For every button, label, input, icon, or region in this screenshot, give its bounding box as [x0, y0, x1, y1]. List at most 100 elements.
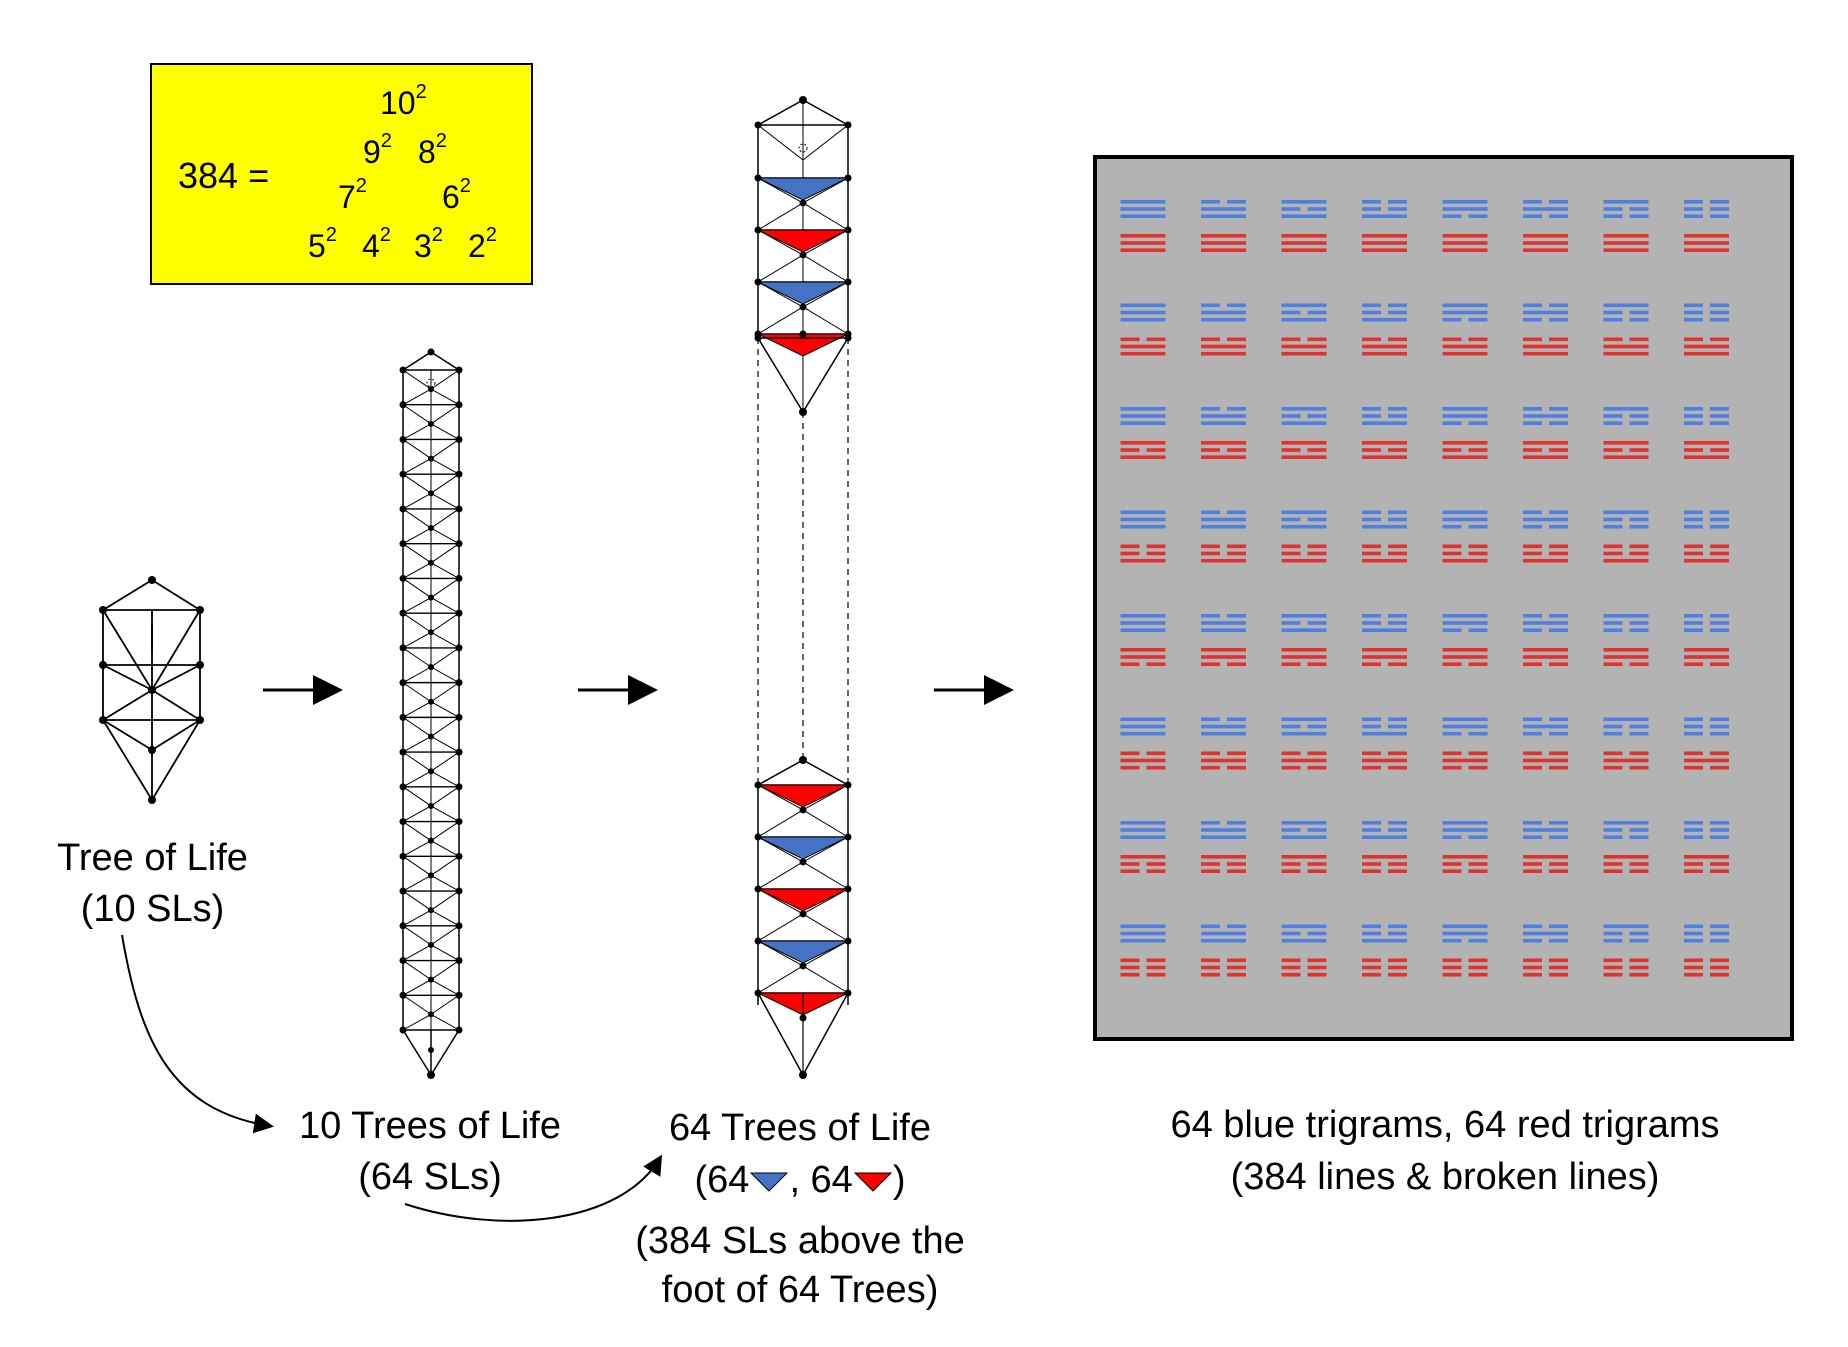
- trigram-line-broken: [1710, 717, 1729, 722]
- trigram-line-broken: [1710, 317, 1729, 322]
- trigram-line-solid: [1120, 241, 1166, 245]
- red-triangle: [757, 784, 849, 808]
- tree-path: [430, 716, 460, 737]
- trigram-line-broken: [1684, 303, 1703, 308]
- trigram-line-broken: [1684, 407, 1703, 411]
- trigram-line-solid: [1120, 821, 1166, 825]
- trigram-line-broken: [1201, 869, 1220, 873]
- tree-path: [151, 664, 201, 691]
- trigram-line-solid: [1281, 924, 1327, 929]
- trigram-line-broken: [1468, 765, 1488, 770]
- trigram-line-solid: [1523, 558, 1568, 563]
- red-trigram: [1603, 855, 1649, 873]
- red-trigram: [1603, 234, 1649, 252]
- trigram-line-broken: [1549, 751, 1568, 756]
- tree-path: [430, 543, 460, 564]
- red-trigram: [1281, 441, 1327, 459]
- trigram-line-broken: [1362, 662, 1381, 666]
- tree-label-sub: (10 SLs): [80, 888, 225, 930]
- blue-trigram: [1442, 303, 1488, 322]
- trigram-line-broken: [1388, 828, 1407, 832]
- trigram-line-broken: [1523, 862, 1542, 866]
- trigram-line-broken: [1362, 724, 1381, 729]
- trigram-line-broken: [1362, 414, 1381, 418]
- trigram-line-broken: [1523, 510, 1542, 515]
- trigram-line-broken: [1120, 751, 1140, 756]
- tree-path: [402, 439, 432, 459]
- tree-path: [430, 492, 460, 510]
- trigram-line-broken: [1684, 337, 1703, 342]
- trigram-line-broken: [1388, 869, 1407, 873]
- trigram-line-broken: [1362, 862, 1381, 866]
- blue-triangle: [757, 836, 849, 860]
- trigram-line-broken: [1281, 337, 1301, 342]
- trigram-line-broken: [1710, 510, 1729, 515]
- trigram-line-broken: [1362, 931, 1381, 936]
- trigram-line-broken: [1629, 524, 1649, 529]
- trigram-line-solid: [1684, 758, 1729, 763]
- trigram-line-broken: [1468, 448, 1488, 452]
- tree-path: [802, 177, 849, 204]
- trigram-line-broken: [1388, 551, 1407, 556]
- trigram-line-solid: [1362, 317, 1407, 322]
- red-trigram: [1362, 441, 1407, 459]
- blue-trigram: [1281, 407, 1327, 425]
- trigram-line-broken: [1549, 303, 1568, 308]
- trigram-line-broken: [1362, 337, 1381, 342]
- red-triangle-icon: [853, 1172, 893, 1192]
- red-trigram: [1684, 958, 1729, 977]
- tree-path: [802, 254, 849, 283]
- trigram-line-broken: [1307, 972, 1327, 977]
- trigram-line-broken: [1201, 551, 1220, 556]
- trigram-line-broken: [1549, 862, 1568, 866]
- trigram-line-broken: [1468, 337, 1488, 342]
- trigram-line-broken: [1307, 751, 1327, 756]
- trigram-line-broken: [1442, 938, 1462, 943]
- trigram-line-broken: [1629, 938, 1649, 943]
- red-trigram: [1523, 337, 1568, 356]
- tree-path: [151, 579, 201, 611]
- tree-node-hidden: [426, 378, 436, 388]
- trigram-line-broken: [1388, 337, 1407, 342]
- tree-path: [402, 701, 432, 718]
- term-9: 92: [363, 130, 392, 170]
- trigram-line-solid: [1523, 351, 1568, 356]
- trigram-line-solid: [1603, 234, 1649, 238]
- tree-path: [802, 809, 849, 838]
- blue-trigram: [1120, 510, 1166, 529]
- trigram-line-solid: [1281, 938, 1327, 943]
- tree-path: [402, 543, 432, 564]
- tree-path: [802, 836, 849, 863]
- blue-trigram: [1684, 821, 1729, 839]
- trigram-line-broken: [1442, 862, 1462, 866]
- trigram-line-broken: [1523, 751, 1542, 756]
- trigram-line-broken: [1442, 731, 1462, 736]
- trigram-line-solid: [1201, 724, 1246, 729]
- trigram-line-broken: [1603, 931, 1623, 936]
- trigram-line-broken: [1120, 958, 1140, 963]
- trigram-line-broken: [1549, 544, 1568, 549]
- trigram-line-solid: [1281, 758, 1327, 763]
- trigram-line-broken: [1442, 214, 1462, 218]
- trigram-line-broken: [1362, 621, 1381, 625]
- trigram-line-solid: [1201, 758, 1246, 763]
- trigram-line-broken: [1710, 524, 1729, 529]
- trigram-line-broken: [1684, 628, 1703, 632]
- trigram-line-solid: [1201, 931, 1246, 936]
- trigram-line-broken: [1146, 751, 1166, 756]
- trigram-line-broken: [1281, 448, 1301, 452]
- trigram-line-solid: [1120, 207, 1166, 211]
- term-4: 42: [362, 224, 391, 264]
- trigram-line-broken: [1629, 448, 1649, 452]
- tree-path: [402, 994, 432, 1015]
- trigram-line-solid: [1120, 655, 1166, 659]
- trigram-line-broken: [1468, 214, 1488, 218]
- trigram-line-solid: [1281, 717, 1327, 722]
- trigram-line-solid: [1120, 455, 1166, 459]
- red-trigram: [1603, 544, 1649, 563]
- trigram-line-solid: [1603, 241, 1649, 245]
- blue-trigram: [1603, 407, 1649, 425]
- trigram-line-broken: [1523, 835, 1542, 839]
- trigram-line-solid: [1684, 248, 1729, 252]
